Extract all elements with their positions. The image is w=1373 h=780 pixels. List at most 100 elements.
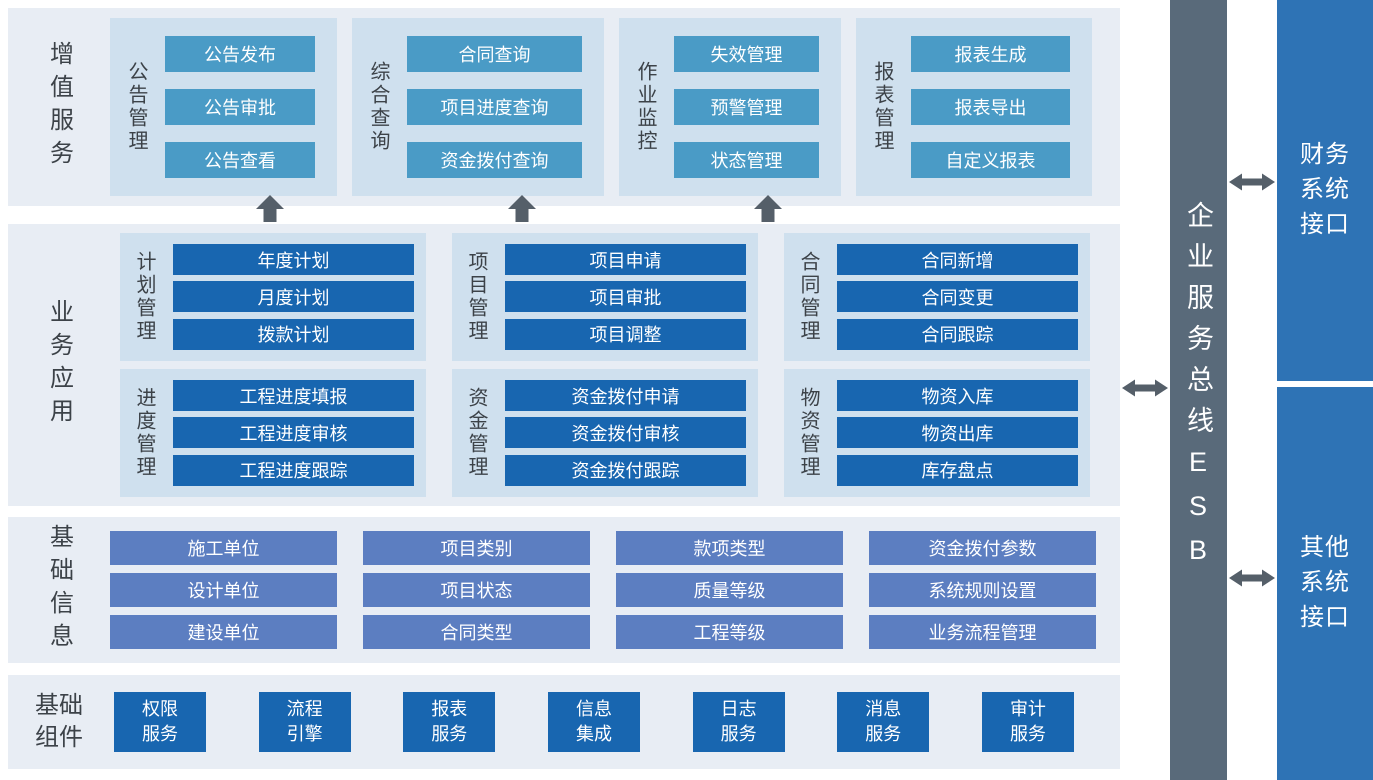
component-label-line: 服务 xyxy=(1009,724,1046,744)
info-box: 业务流程管理 xyxy=(869,615,1096,649)
info-box: 款项类型 xyxy=(616,531,843,565)
info-box: 资金拨付参数 xyxy=(869,531,1096,565)
business-row-1: 计划管理 年度计划 月度计划 拨款计划 项目管理 项目申请 项目审批 项目调整 xyxy=(120,233,1090,361)
group-items: 工程进度填报 工程进度审核 工程进度跟踪 xyxy=(173,377,414,489)
basic-info-grid: 施工单位 项目类别 款项类型 资金拨付参数 设计单位 项目状态 质量等级 系统规… xyxy=(110,517,1120,663)
band-title-line: 组件 xyxy=(35,724,83,751)
module-box: 公告发布 xyxy=(165,36,315,73)
group-progress-mgmt: 进度管理 工程进度填报 工程进度审核 工程进度跟踪 xyxy=(120,369,426,497)
info-box: 系统规则设置 xyxy=(869,573,1096,607)
group-contract-mgmt: 合同管理 合同新增 合同变更 合同跟踪 xyxy=(784,233,1090,361)
info-box: 建设单位 xyxy=(110,615,337,649)
arrow-up-icon xyxy=(255,195,285,222)
other-system-interface-box: 其他 系统 接口 xyxy=(1277,387,1373,780)
group-project-mgmt: 项目管理 项目申请 项目审批 项目调整 xyxy=(452,233,758,361)
module-box: 工程进度审核 xyxy=(173,417,414,449)
module-box: 项目申请 xyxy=(505,244,746,276)
module-box: 库存盘点 xyxy=(837,454,1078,486)
info-box: 设计单位 xyxy=(110,573,337,607)
group-report-mgmt: 报表管理 报表生成 报表导出 自定义报表 xyxy=(856,18,1092,196)
band-title-line: 基础 xyxy=(35,691,83,719)
component-label-line: 信息 xyxy=(575,698,612,719)
group-items: 报表生成 报表导出 自定义报表 xyxy=(911,28,1070,186)
module-box: 物资入库 xyxy=(837,380,1078,412)
finance-system-interface-box: 财务 系统 接口 xyxy=(1277,0,1373,381)
double-arrow-icon xyxy=(1228,171,1276,193)
band-label-column: 增值服务 xyxy=(8,8,110,206)
component-box: 信息 集成 xyxy=(547,692,640,752)
double-arrow-icon xyxy=(1228,567,1276,589)
group-title: 计划管理 xyxy=(133,251,155,343)
group-title: 物资管理 xyxy=(797,387,819,479)
group-items: 失效管理 预警管理 状态管理 xyxy=(674,28,819,186)
interface-label-line: 系统 xyxy=(1300,176,1350,204)
interface-label-line: 财务 xyxy=(1300,141,1350,169)
component-label-line: 服务 xyxy=(431,724,468,744)
component-label-line: 服务 xyxy=(865,724,902,744)
module-box: 项目进度查询 xyxy=(407,88,582,125)
group-title: 综合查询 xyxy=(367,61,389,153)
group-title: 项目管理 xyxy=(465,251,487,343)
info-box: 项目类别 xyxy=(363,531,590,565)
group-title: 进度管理 xyxy=(133,387,155,479)
band-label-column: 业务应用 xyxy=(8,224,110,506)
business-row-2: 进度管理 工程进度填报 工程进度审核 工程进度跟踪 资金管理 资金拨付申请 资金… xyxy=(120,369,1090,497)
module-box: 年度计划 xyxy=(173,244,414,276)
esb-label: 企业服务总线ESB xyxy=(1183,201,1213,579)
group-materials-mgmt: 物资管理 物资入库 物资出库 库存盘点 xyxy=(784,369,1090,497)
components-row: 权限 服务 流程 引擎 报表 服务 信息 集成 日志 服务 消息 服务 xyxy=(110,675,1120,769)
group-comprehensive-query: 综合查询 合同查询 项目进度查询 资金拨付查询 xyxy=(352,18,604,196)
component-box: 流程 引擎 xyxy=(258,692,351,752)
info-box: 质量等级 xyxy=(616,573,843,607)
module-box: 合同跟踪 xyxy=(837,318,1078,350)
band-title-components: 基础 组件 xyxy=(35,690,83,755)
group-title: 合同管理 xyxy=(797,251,819,343)
module-box: 项目调整 xyxy=(505,318,746,350)
band-base-components: 基础 组件 权限 服务 流程 引擎 报表 服务 信息 集成 日志 xyxy=(8,675,1120,769)
group-items: 年度计划 月度计划 拨款计划 xyxy=(173,241,414,353)
group-items: 项目申请 项目审批 项目调整 xyxy=(505,241,746,353)
band-label-column: 基础 组件 xyxy=(8,675,110,769)
band-title-basic-info: 基础信息 xyxy=(45,524,73,656)
component-box: 报表 服务 xyxy=(403,692,496,752)
group-items: 公告发布 公告审批 公告查看 xyxy=(165,28,315,186)
module-box: 资金拨付跟踪 xyxy=(505,454,746,486)
module-box: 资金拨付审核 xyxy=(505,417,746,449)
info-box: 工程等级 xyxy=(616,615,843,649)
module-box: 物资出库 xyxy=(837,417,1078,449)
info-box: 施工单位 xyxy=(110,531,337,565)
value-added-groups: 公告管理 公告发布 公告审批 公告查看 综合查询 合同查询 项目进度查询 资金拨… xyxy=(110,8,1120,206)
band-basic-information: 基础信息 施工单位 项目类别 款项类型 资金拨付参数 设计单位 项目状态 质量等… xyxy=(8,517,1120,663)
component-box: 审计 服务 xyxy=(981,692,1074,752)
component-label-line: 引擎 xyxy=(286,724,323,744)
group-job-monitoring: 作业监控 失效管理 预警管理 状态管理 xyxy=(619,18,841,196)
component-label-line: 服务 xyxy=(720,724,757,744)
group-plan-mgmt: 计划管理 年度计划 月度计划 拨款计划 xyxy=(120,233,426,361)
module-box: 合同新增 xyxy=(837,244,1078,276)
component-label-line: 日志 xyxy=(720,698,757,719)
group-items: 物资入库 物资出库 库存盘点 xyxy=(837,377,1078,489)
interface-label-line: 系统 xyxy=(1300,569,1350,597)
module-box: 项目审批 xyxy=(505,281,746,313)
info-box: 项目状态 xyxy=(363,573,590,607)
group-title: 公告管理 xyxy=(125,61,147,153)
module-box: 报表导出 xyxy=(911,88,1070,125)
module-box: 预警管理 xyxy=(674,88,819,125)
module-box: 工程进度跟踪 xyxy=(173,454,414,486)
module-box: 工程进度填报 xyxy=(173,380,414,412)
module-box: 失效管理 xyxy=(674,36,819,73)
module-box: 资金拨付查询 xyxy=(407,141,582,178)
component-box: 日志 服务 xyxy=(692,692,785,752)
band-title-business: 业务应用 xyxy=(45,299,73,431)
component-label-line: 权限 xyxy=(142,698,178,719)
group-announcement-mgmt: 公告管理 公告发布 公告审批 公告查看 xyxy=(110,18,337,196)
group-items: 资金拨付申请 资金拨付审核 资金拨付跟踪 xyxy=(505,377,746,489)
module-box: 资金拨付申请 xyxy=(505,380,746,412)
module-box: 合同变更 xyxy=(837,281,1078,313)
group-title: 报表管理 xyxy=(871,61,893,153)
component-label-line: 流程 xyxy=(286,698,323,719)
group-items: 合同新增 合同变更 合同跟踪 xyxy=(837,241,1078,353)
arrow-up-icon xyxy=(753,195,783,222)
module-box: 公告查看 xyxy=(165,141,315,178)
